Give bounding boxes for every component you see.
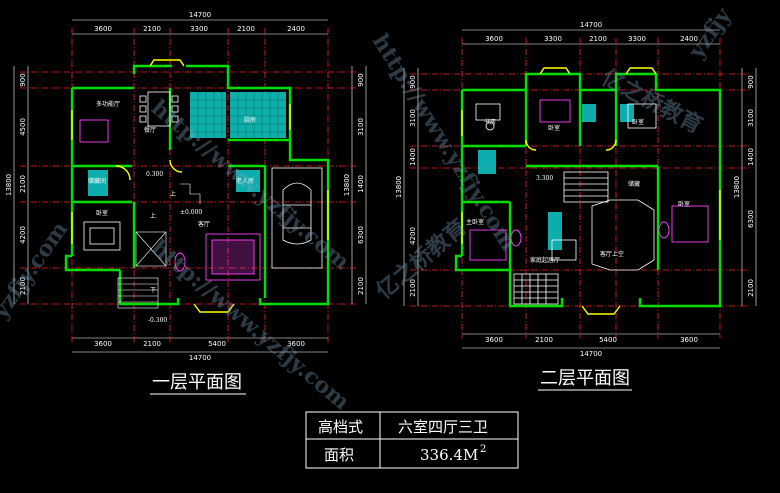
plan1-right-dim: 2100	[357, 277, 365, 295]
plan1-bottom-dim: 2100	[143, 340, 161, 348]
plan2-top-total: 14700	[580, 21, 602, 29]
plan1-right-dim: 900	[357, 73, 365, 86]
plan1-mark-up: 上	[170, 190, 176, 198]
plan1-right-total: 13800	[343, 174, 351, 196]
plan2-right-dim: 1400	[747, 148, 755, 166]
plan2-right-total: 13800	[733, 176, 741, 198]
plan2-right-dim: 2100	[747, 279, 755, 297]
plan2-left-total: 13800	[395, 176, 403, 198]
plan1-bottom-dim: 3600	[287, 340, 305, 348]
plan2-room-bedroom: 卧室	[548, 124, 560, 132]
plan2-room-family: 家庭起居厅	[530, 256, 560, 264]
plan1-mark-up: 上	[150, 212, 156, 220]
plan1-bottom-dim: 3600	[94, 340, 112, 348]
plan1-top-dim: 2100	[237, 25, 255, 33]
plan2-bottom-dim: 3600	[485, 336, 503, 344]
plan2-left-dim: 900	[409, 75, 417, 88]
plan1-room-multi: 多功能厅	[96, 100, 120, 108]
plan1-level: 0.300	[146, 171, 163, 178]
first-floor-plan: 14700 3600 2100 3300 2100 2400 3600 2100…	[5, 11, 367, 395]
plan1-top-dim: 3600	[94, 25, 112, 33]
plan1-top-dim: 2100	[143, 25, 161, 33]
table-style-label: 高档式	[318, 418, 363, 436]
plan1-right-dim: 1400	[357, 175, 365, 193]
plan2-title: 二层平面图	[540, 368, 630, 389]
plan1-bottom-total: 14700	[189, 354, 211, 362]
plan2-bottom-total: 14700	[580, 350, 602, 358]
plan2-left-dim: 3100	[409, 109, 417, 127]
plan1-mark-down: 下	[150, 287, 156, 294]
plan2-room-bedroom: 卧室	[632, 118, 644, 126]
table-area-label: 面积	[324, 446, 354, 464]
plan2-level: 3.300	[536, 175, 553, 182]
plan2-left-dim: 4200	[409, 227, 417, 245]
plan1-room-living: 客厅	[198, 220, 210, 228]
plan2-left-dim: 2100	[409, 279, 417, 297]
plan1-room-bedroom: 卧室	[96, 209, 108, 217]
plan2-bottom-dim: 3600	[680, 336, 698, 344]
plan1-left-dim: 900	[19, 73, 27, 86]
plan2-top-dim: 3600	[485, 35, 503, 43]
plan1-left-dim: 2100	[19, 277, 27, 295]
plan1-right-dim: 3100	[357, 118, 365, 136]
plan1-room-elderly: 老人房	[236, 177, 254, 185]
plan1-top-dim: 3300	[190, 25, 208, 33]
plan2-room-void: 客厅上空	[600, 250, 624, 258]
plan1-left-dim: 4200	[19, 226, 27, 244]
table-area-value: 336.4M	[420, 446, 478, 464]
table-area-sup: 2	[480, 444, 486, 455]
plan1-level: -0.300	[148, 317, 167, 324]
plan1-right-dim: 6300	[357, 226, 365, 244]
plan1-left-dim: 4500	[19, 118, 27, 136]
plan2-right-dim: 900	[747, 75, 755, 88]
plan2-top-dim: 3300	[544, 35, 562, 43]
plan2-right-dim: 3100	[747, 109, 755, 127]
plan1-left-total: 13800	[5, 174, 13, 196]
plan2-right-dim: 6300	[747, 210, 755, 228]
plan2-top-dim: 2100	[589, 35, 607, 43]
info-table: 高档式 六室四厅三卫 面积 336.4M 2	[305, 411, 519, 469]
plan2-room-storage: 储藏	[628, 180, 640, 188]
plan2-bottom-dim: 2100	[535, 336, 553, 344]
plan2-bottom-dim: 5400	[599, 336, 617, 344]
plan1-left-dim: 2100	[19, 175, 27, 193]
plan2-room-study: 书房	[484, 118, 496, 126]
plan1-top-dim: 2400	[287, 25, 305, 33]
plan1-room-dining: 餐厅	[144, 126, 156, 134]
plan2-top-dim: 3300	[628, 35, 646, 43]
plan1-top-total: 14700	[189, 11, 211, 19]
plan2-left-dim: 1400	[409, 148, 417, 166]
table-layout-value: 六室四厅三卫	[398, 418, 488, 436]
plan1-bottom-dim: 5400	[208, 340, 226, 348]
plan2-room-bedroom: 卧室	[678, 200, 690, 208]
plan2-top-dim: 2400	[680, 35, 698, 43]
second-floor-plan: 14700 3600 3300 2100 3300 2400 3600 2100…	[395, 21, 757, 391]
plan1-level: ±0.000	[180, 209, 202, 216]
plan1-title: 一层平面图	[152, 372, 242, 393]
plan1-room-storage: 储藏间	[88, 177, 106, 185]
plan2-room-master: 主卧室	[466, 218, 484, 226]
plan1-room-kitchen: 厨房	[244, 116, 256, 124]
